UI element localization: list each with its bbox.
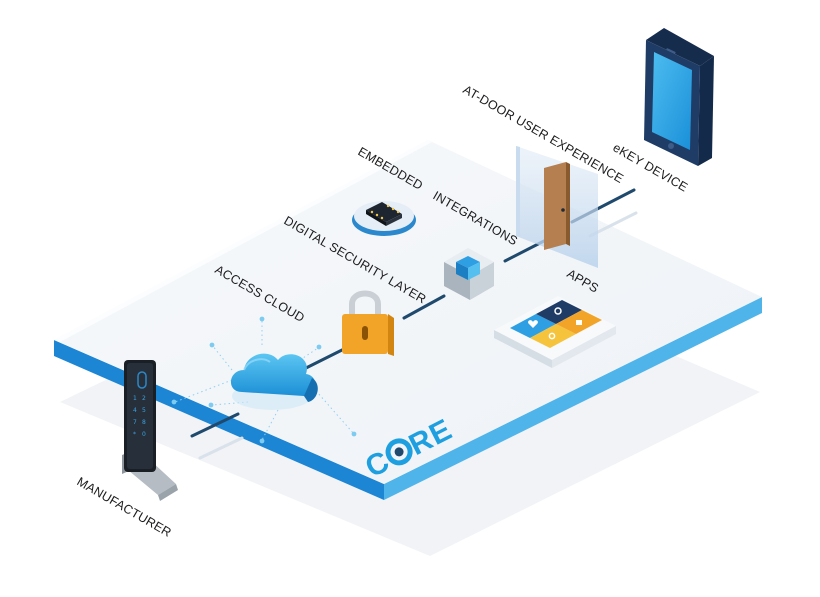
chip-icon [352, 201, 416, 236]
core-logo-ring [385, 438, 413, 466]
svg-text:5: 5 [142, 407, 146, 414]
cube-icon [444, 248, 494, 300]
apps-grid-icon [494, 296, 616, 368]
padlock-icon [342, 290, 394, 356]
svg-text:0: 0 [142, 431, 146, 438]
svg-text:8: 8 [142, 419, 146, 426]
svg-text:*: * [133, 431, 136, 438]
svg-text:2: 2 [142, 395, 146, 402]
svg-text:7: 7 [133, 419, 137, 426]
door-icon [544, 162, 570, 250]
access-cloud-group [171, 316, 357, 444]
svg-text:4: 4 [133, 407, 137, 414]
cloud-icon [230, 353, 318, 410]
smartphone-icon [644, 28, 714, 166]
svg-text:1: 1 [133, 395, 137, 402]
